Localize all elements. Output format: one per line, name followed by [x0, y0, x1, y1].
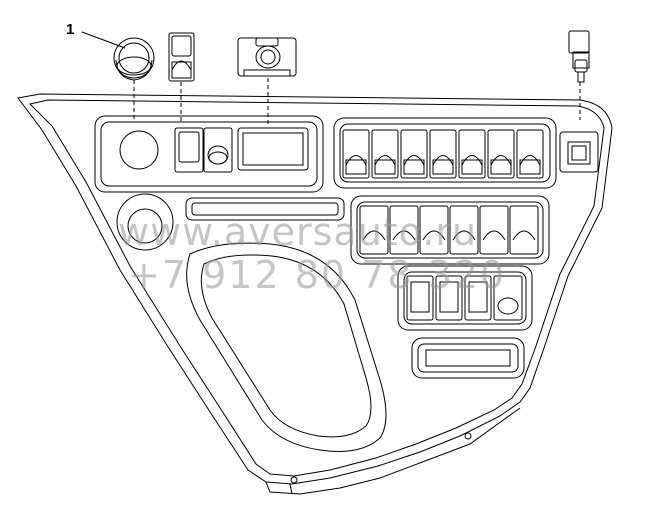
part-2-rocker-switch — [168, 32, 195, 82]
gear-lever-opening — [186, 242, 387, 452]
lower-switch-block — [397, 265, 533, 331]
watermark-phone: +7 912 80 78 320 — [128, 253, 507, 297]
part-3-display-module — [237, 37, 297, 77]
part-1-round-knob — [113, 37, 155, 81]
part-4-small-switch — [568, 30, 590, 83]
switch-row-top-items — [342, 129, 544, 179]
middle-right-switch-block — [350, 195, 550, 265]
callout-leader-line — [81, 31, 126, 49]
panel-body — [17, 93, 613, 495]
upper-right-switch-row — [333, 117, 557, 189]
lower-pocket — [411, 337, 525, 379]
center-slot — [185, 197, 345, 221]
callout-number-1: 1 — [66, 21, 75, 38]
watermark-site: www.aversauto.ru — [118, 210, 478, 254]
far-right-switch — [559, 131, 599, 173]
lower-round-knob — [116, 193, 174, 251]
upper-left-switch-block — [94, 115, 324, 193]
